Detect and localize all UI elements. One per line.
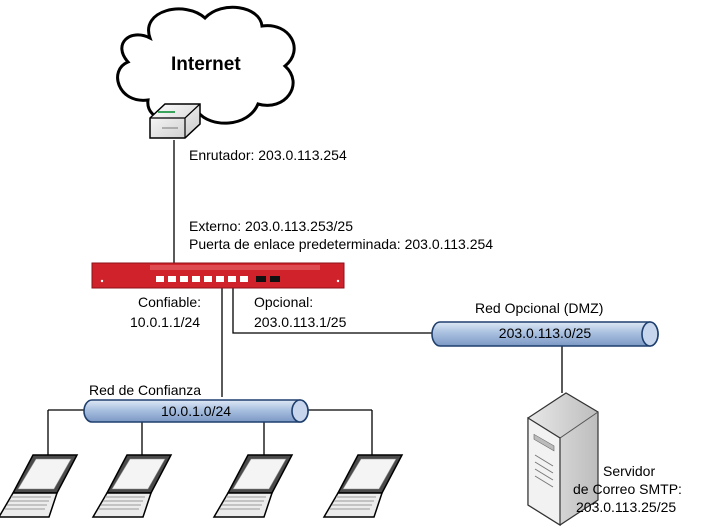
optional-interface-label: Opcional: bbox=[254, 294, 314, 310]
connection-lines bbox=[47, 140, 563, 455]
router-label: Enrutador: 203.0.113.254 bbox=[189, 147, 347, 163]
server-label-line3: 203.0.113.25/25 bbox=[576, 499, 677, 515]
firebox-appliance-icon bbox=[91, 262, 345, 289]
trusted-network-address: 10.0.1.0/24 bbox=[160, 403, 232, 419]
default-gateway-label: Puerta de enlace predeterminada: 203.0.1… bbox=[189, 236, 494, 252]
trusted-interface-label: Confiable: bbox=[138, 294, 202, 310]
trusted-network-pipe bbox=[83, 399, 309, 423]
optional-network-address: 203.0.113.0/25 bbox=[498, 325, 592, 341]
laptop-icon bbox=[212, 454, 294, 518]
optional-network-name: Red Opcional (DMZ) bbox=[475, 300, 604, 316]
trusted-interface-ip: 10.0.1.1/24 bbox=[130, 314, 201, 330]
laptop-group bbox=[0, 454, 404, 518]
optional-network-pipe bbox=[431, 321, 659, 347]
external-interface-label: Externo: 203.0.113.253/25 bbox=[189, 218, 353, 234]
trusted-network-name: Red de Confianza bbox=[89, 382, 202, 398]
server-label-line2: de Correo SMTP: bbox=[573, 481, 682, 497]
internet-label: Internet bbox=[171, 54, 241, 75]
router-icon bbox=[149, 103, 201, 139]
internet-cloud-icon bbox=[116, 5, 296, 125]
laptop-icon bbox=[91, 454, 173, 518]
laptop-icon bbox=[322, 454, 404, 518]
laptop-icon bbox=[0, 454, 79, 518]
smtp-server-icon bbox=[527, 392, 599, 527]
optional-interface-ip: 203.0.113.1/25 bbox=[254, 314, 347, 330]
server-label-line1: Servidor bbox=[603, 463, 656, 479]
